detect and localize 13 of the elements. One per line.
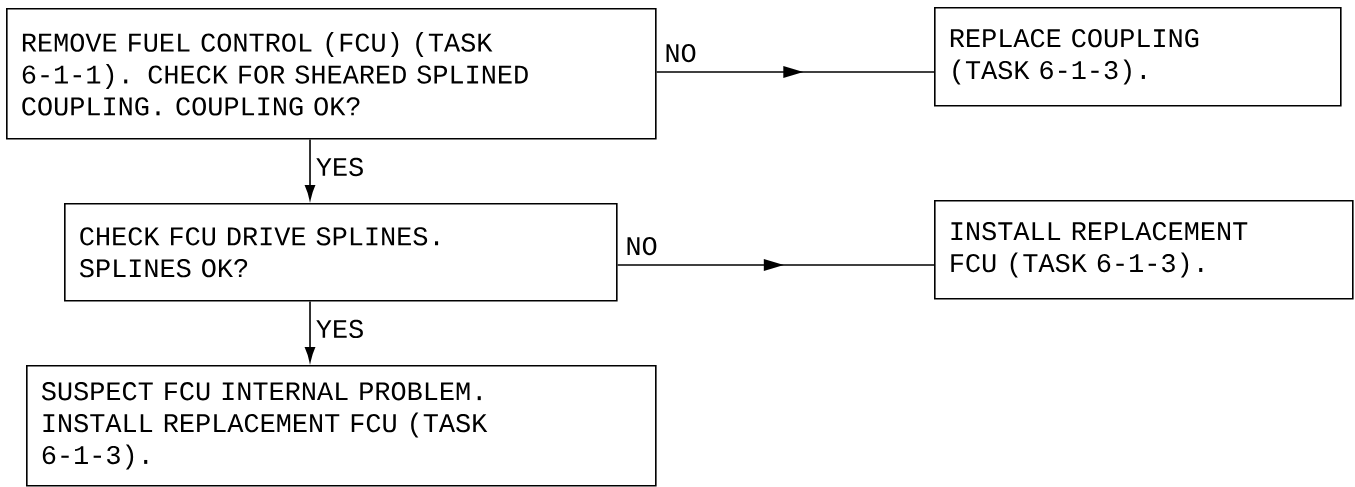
edge-label: NO	[666, 43, 696, 63]
arrow	[304, 138, 316, 200]
arrow	[304, 300, 316, 362]
process-box: REPLACE COUPLING (TASK 6-1-3).	[934, 7, 1342, 107]
process-box: REMOVE FUEL CONTROL (FCU) (TASK 6-1-1). CHECK FOR SHEARED SPLINED COUPLING. COUPLING OK?	[6, 8, 657, 140]
edge-label: YES	[316, 319, 363, 339]
process-box: SUSPECT FCU INTERNAL PROBLEM. INSTALL REPLACEMENT FCU (TASK 6-1-3).	[26, 365, 657, 487]
edge-label: NO	[627, 236, 657, 256]
arrow	[655, 66, 935, 78]
edge-label: YES	[316, 157, 363, 177]
process-box: INSTALL REPLACEMENT FCU (TASK 6-1-3).	[934, 200, 1354, 300]
process-box: CHECK FCU DRIVE SPLINES. SPLINES OK?	[64, 203, 618, 302]
arrow	[616, 259, 935, 271]
